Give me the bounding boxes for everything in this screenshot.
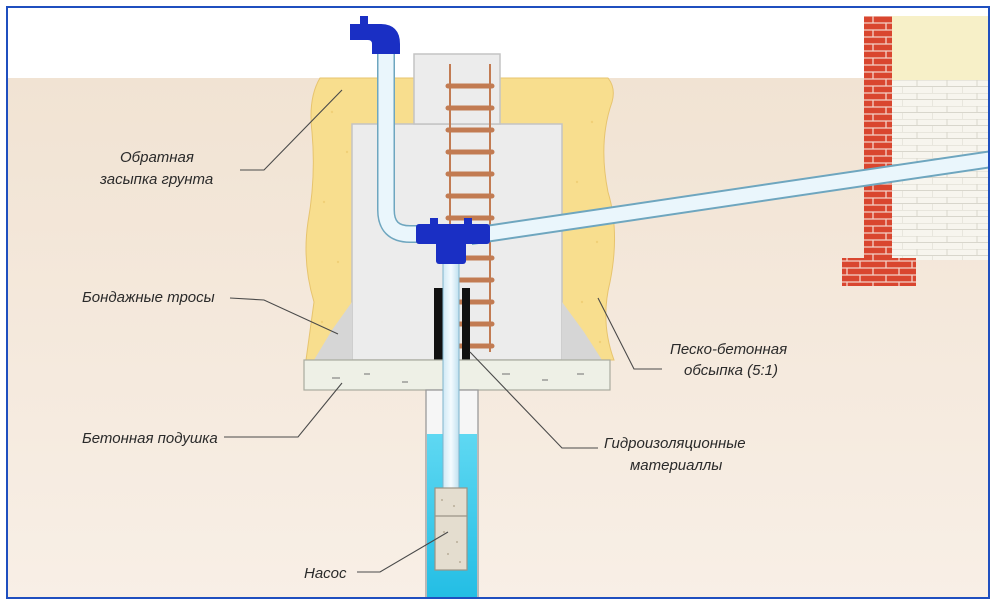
label-pump: Насос <box>304 565 347 582</box>
tap-fitting <box>350 16 400 54</box>
label-sand-concrete-line1: Песко-бетонная <box>670 341 787 358</box>
house-pipe <box>472 152 988 243</box>
tee-fitting <box>416 218 490 264</box>
label-sand-concrete-line2: обсыпка (5:1) <box>684 362 778 379</box>
pump-riser-pipe <box>442 239 460 491</box>
label-concrete-pad: Бетонная подушка <box>82 430 218 447</box>
tap-pipe <box>378 44 446 242</box>
sand-texture <box>320 110 602 344</box>
concrete-pad-texture <box>332 373 584 383</box>
waterproofing-right <box>462 288 470 360</box>
submersible-pump <box>434 487 468 571</box>
leader-lines <box>224 89 662 573</box>
label-backfill-line1: Обратная <box>120 149 194 166</box>
bandage-left <box>314 302 352 360</box>
brick-footing <box>842 258 916 286</box>
diagram-frame: Обратная засыпка грунта Бондажные тросы … <box>6 6 990 599</box>
brick-column <box>864 16 892 262</box>
well-diagram: Обратная засыпка грунта Бондажные тросы … <box>8 8 988 597</box>
label-bandage-ropes: Бондажные тросы <box>82 289 215 306</box>
label-waterproofing-line2: материаллы <box>630 457 722 474</box>
bandage-right <box>562 302 602 360</box>
label-waterproofing-line1: Гидроизоляционные <box>604 435 746 452</box>
house-wall-upper <box>892 16 988 86</box>
well-neck <box>413 53 501 125</box>
label-backfill-line2: засыпка грунта <box>99 171 213 188</box>
